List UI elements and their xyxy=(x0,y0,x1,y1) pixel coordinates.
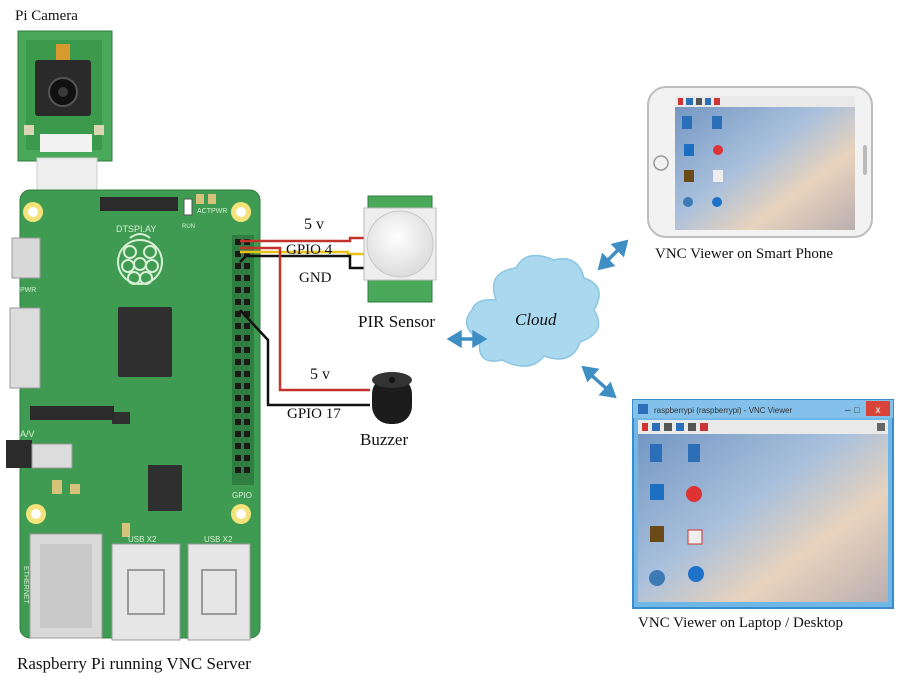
gpio-pin xyxy=(244,251,250,257)
smart-phone xyxy=(647,86,873,238)
gpio-pin xyxy=(235,419,241,425)
svg-text:–: – xyxy=(845,405,851,416)
arrow-cloud-phone-icon xyxy=(597,239,629,271)
gpio-pin xyxy=(244,335,250,341)
svg-text:x: x xyxy=(876,405,881,416)
pir-5v-label: 5 v xyxy=(304,216,324,233)
gpio-pin xyxy=(235,335,241,341)
pi-camera-label: Pi Camera xyxy=(15,8,78,24)
gpio-pin xyxy=(244,299,250,305)
gpio-pin xyxy=(235,407,241,413)
silk-gpio: GPIO xyxy=(232,491,252,500)
raspberry-pi-label: Raspberry Pi running VNC Server xyxy=(17,654,251,673)
arrow-cloud-laptop-icon xyxy=(581,365,617,399)
pir-gnd-label: GND xyxy=(299,270,332,286)
gpio-pins xyxy=(235,239,250,473)
gpio-pin xyxy=(235,383,241,389)
gpio-pin xyxy=(244,431,250,437)
gpio-pin xyxy=(244,287,250,293)
gpio-pin xyxy=(235,311,241,317)
vnc-phone-label: VNC Viewer on Smart Phone xyxy=(655,246,833,262)
gpio-pin xyxy=(235,239,241,245)
gpio-pin xyxy=(244,395,250,401)
gpio-pin xyxy=(244,371,250,377)
silk-usb2: USB X2 xyxy=(204,535,233,544)
buzzer-label: Buzzer xyxy=(360,430,409,449)
gpio-pin xyxy=(244,311,250,317)
gpio-pin xyxy=(244,407,250,413)
gpio-pin xyxy=(235,323,241,329)
gpio-pin xyxy=(244,263,250,269)
gpio-pin xyxy=(235,287,241,293)
gpio-pin xyxy=(235,263,241,269)
gpio-pin xyxy=(235,347,241,353)
svg-text:□: □ xyxy=(854,405,860,415)
gpio-pin xyxy=(244,443,250,449)
gpio-pin xyxy=(244,275,250,281)
buzzer xyxy=(372,372,412,424)
cloud-label: Cloud xyxy=(515,310,557,329)
silk-pwr: PWR xyxy=(211,208,227,215)
pir-wires xyxy=(239,236,370,407)
gpio-pin xyxy=(235,251,241,257)
gpio-pin xyxy=(244,383,250,389)
gpio-pin xyxy=(235,431,241,437)
gpio-pin xyxy=(244,347,250,353)
pir-sensor-label: PIR Sensor xyxy=(358,312,435,331)
laptop-window-title: raspberrypi (raspberrypi) - VNC Viewer xyxy=(654,406,792,415)
buzzer-gpio-label: GPIO 17 xyxy=(287,406,341,422)
gpio-pin xyxy=(235,275,241,281)
vnc-laptop-window: x – □ xyxy=(632,399,894,609)
gpio-pin xyxy=(235,467,241,473)
silk-ethernet: ETHERNET xyxy=(22,566,29,604)
raspberry-logo-icon xyxy=(117,233,163,285)
silk-run: RUN xyxy=(182,224,195,230)
gpio-pin xyxy=(235,371,241,377)
silk-act: ACT xyxy=(197,208,212,215)
pir-gpio-label: GPIO 4 xyxy=(286,242,333,258)
raspberry-pi-board xyxy=(6,189,261,641)
silk-pwr-in: PWR xyxy=(20,287,36,294)
gpio-pin xyxy=(235,395,241,401)
vnc-laptop-label: VNC Viewer on Laptop / Desktop xyxy=(638,615,844,631)
gpio-pin xyxy=(244,359,250,365)
silk-usb1: USB X2 xyxy=(128,535,157,544)
gpio-pin xyxy=(244,455,250,461)
gpio-pin xyxy=(244,467,250,473)
buzzer-5v-label: 5 v xyxy=(310,366,330,383)
gpio-pin xyxy=(235,455,241,461)
pi-camera-module xyxy=(17,30,113,162)
gpio-pin xyxy=(244,419,250,425)
silk-av: A/V xyxy=(20,429,35,439)
gpio-pin xyxy=(244,323,250,329)
gpio-pin xyxy=(235,443,241,449)
silk-dtspi: DTSPI.AY xyxy=(116,224,156,234)
cloud-icon xyxy=(465,254,600,367)
pir-sensor xyxy=(363,195,437,303)
gpio-pin xyxy=(235,359,241,365)
arrow-pir-cloud-icon xyxy=(446,329,488,349)
gpio-pin xyxy=(235,299,241,305)
